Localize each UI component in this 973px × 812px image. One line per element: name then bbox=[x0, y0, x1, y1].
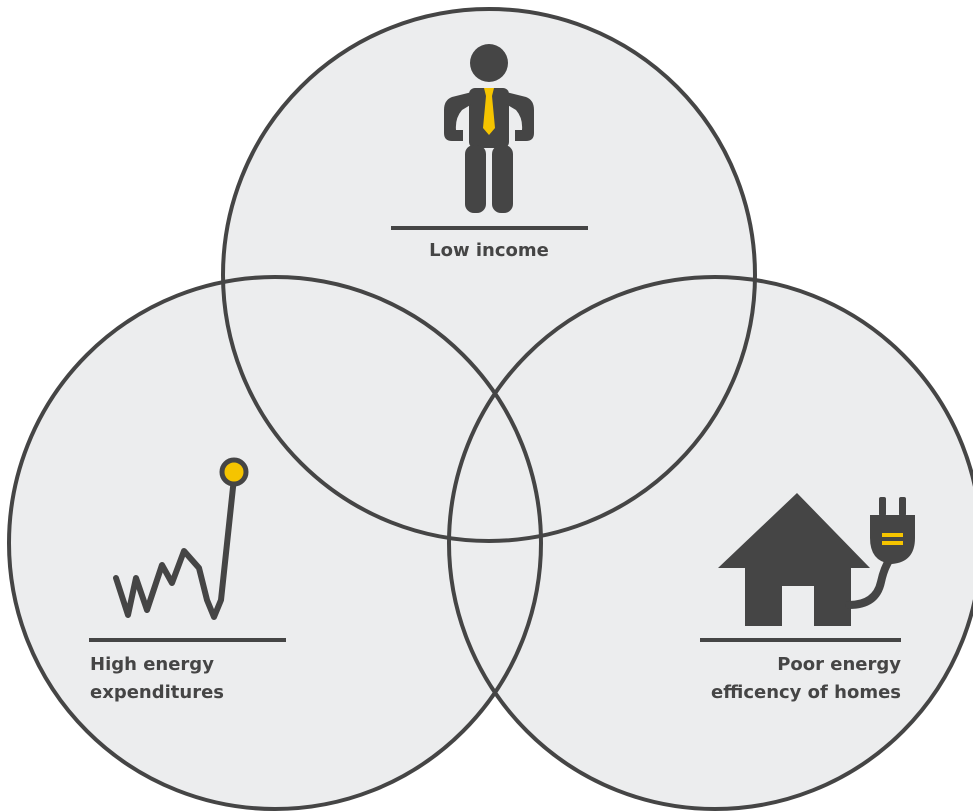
circle-poor-efficiency bbox=[447, 275, 973, 811]
label-rules bbox=[89, 226, 901, 642]
house-plug-icon bbox=[718, 493, 915, 626]
circle-high-energy-expenditures bbox=[7, 275, 543, 811]
poor-efficiency-label-line-1: Poor energy bbox=[777, 654, 901, 675]
poor-efficiency-label-line-2: efficency of homes bbox=[711, 682, 901, 703]
circle-outlines bbox=[7, 7, 973, 811]
tie-icon bbox=[483, 88, 495, 135]
low-income-label: Low income bbox=[429, 240, 549, 261]
rising-graph-icon bbox=[113, 457, 249, 620]
high-energy-label-line-2: expenditures bbox=[90, 682, 224, 703]
circle-low-income bbox=[221, 7, 757, 543]
circle-fills bbox=[9, 9, 973, 809]
businessman-icon bbox=[444, 44, 534, 213]
circle-high-energy-expenditures-fill bbox=[9, 277, 541, 809]
circle-poor-efficiency-fill bbox=[449, 277, 973, 809]
high-energy-label-line-1: High energy bbox=[90, 654, 214, 675]
